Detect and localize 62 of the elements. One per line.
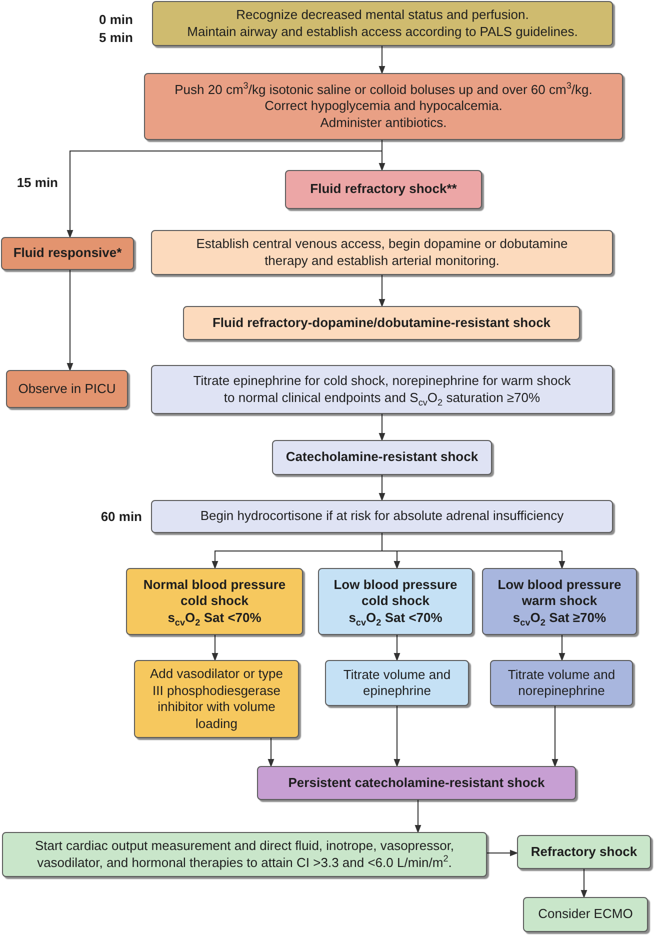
process-box	[144, 73, 623, 140]
process-box	[490, 660, 633, 706]
arrow	[580, 868, 588, 898]
box-text: s$_{cv}$O$_{2}$ Sat <70%	[348, 610, 442, 626]
process-box	[482, 568, 637, 635]
box-text: Refractory shock	[530, 844, 638, 860]
process-box	[272, 440, 492, 475]
arrow	[212, 634, 218, 660]
box-text: Titrate volume and norepinephrine	[506, 666, 616, 700]
arrow	[552, 706, 558, 766]
process-box	[285, 170, 482, 209]
box-text: Correct hypoglycemia and hypocalcemia.	[264, 98, 502, 115]
arrow	[378, 414, 386, 440]
process-box	[318, 568, 473, 635]
box-text: Administer antibiotics.	[320, 114, 447, 132]
process-box	[325, 660, 469, 706]
box-text: Begin hydrocortisone if at risk for absolute adrenal insufficiency	[200, 508, 564, 525]
box-text: Persistent catecholamine-resistant shock	[288, 774, 545, 792]
box-text: Observe in PICU	[18, 380, 116, 398]
arrow	[394, 634, 400, 660]
arrow	[558, 634, 566, 660]
arrow	[486, 850, 518, 856]
box-text: s$_{cv}$O$_{2}$ Sat ≥70%	[512, 610, 606, 626]
box-text: Titrate epinephrine for cold shock, norepinephrine for warm shock to normal clinical endpoints and S$_{cv}$O$_{2}$ saturation ≥70%	[192, 373, 572, 406]
box-text: Fluid responsive*	[13, 245, 122, 262]
box-text: Start cardiac output measurement and direct fluid, inotrope, vasopressor, vasodilator, and hormonal therapies to attain CI >3.3 and <6.0 L/min/m$^{2}$.	[34, 838, 456, 871]
process-box	[151, 230, 613, 275]
box-text: Push 20 cm$^{3}$/kg isotonic saline or colloid boluses up and over 60 cm$^{3}$/kg.	[174, 82, 592, 98]
arrow	[378, 46, 386, 74]
process-box	[183, 306, 580, 340]
process-box	[152, 1, 613, 46]
box-text: Add vasodilator or type III phosphodiesgerase inhibitor with volume loading	[149, 666, 284, 732]
arrow	[378, 274, 386, 306]
process-box	[517, 835, 651, 869]
box-text: Consider ECMO	[538, 906, 633, 923]
arrow	[378, 474, 386, 500]
arrow	[268, 738, 274, 766]
process-box	[151, 365, 613, 414]
box-text: Maintain airway and establish access according to PALS guidelines.	[187, 24, 578, 40]
arrow	[414, 800, 422, 832]
box-text: s$_{cv}$O$_{2}$ Sat <70%	[168, 610, 262, 626]
process-box	[1, 237, 134, 270]
time-label: 15 min	[16, 175, 58, 190]
box-text: Titrate volume and epinephrine	[342, 666, 452, 700]
process-box	[2, 832, 487, 877]
time-label: 5 min	[99, 30, 133, 45]
box-text: Fluid refractory shock**	[310, 181, 457, 198]
arrow	[382, 532, 566, 568]
process-box	[126, 568, 303, 635]
process-box	[134, 660, 299, 738]
arrow	[394, 706, 400, 766]
process-box	[6, 370, 128, 408]
time-label: 0 min	[99, 12, 133, 27]
arrow	[66, 270, 74, 370]
time-label: 60 min	[100, 509, 142, 524]
box-text: Catecholamine-resistant shock	[286, 449, 478, 466]
box-text: Recognize decreased mental status and perfusion.	[236, 7, 529, 24]
box-text: Fluid refractory-dopamine/dobutamine-resistant shock	[212, 314, 551, 332]
box-text: Establish central venous access, begin dopamine or dobutamine therapy and establish arterial monitoring.	[195, 236, 569, 269]
process-box	[523, 897, 648, 932]
process-box	[151, 500, 613, 533]
process-box	[257, 766, 576, 800]
